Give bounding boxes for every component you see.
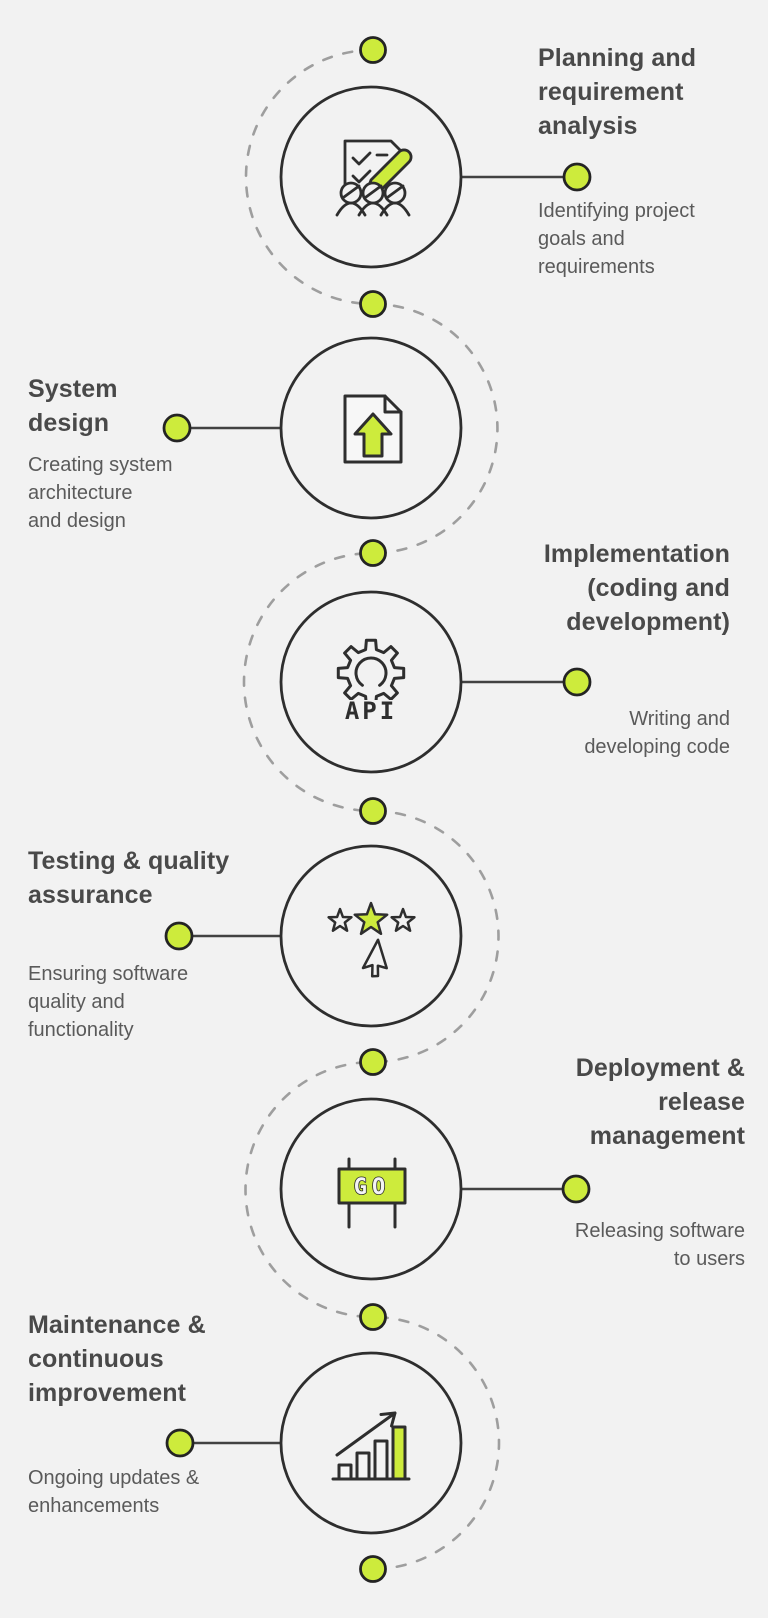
connector-dot xyxy=(562,667,592,697)
up-arrow-glyph xyxy=(353,412,393,458)
stage-4-description: Ensuring software quality and functional… xyxy=(28,960,248,1044)
title-line: requirement xyxy=(538,78,684,106)
stage-2-title: System design xyxy=(28,372,238,440)
title-line: Testing & quality xyxy=(28,847,230,875)
description-line: quality and xyxy=(28,991,125,1013)
description-line: architecture xyxy=(28,482,133,504)
api-label: API xyxy=(345,697,397,725)
description-line: Ongoing updates & xyxy=(28,1467,200,1489)
title-line: (coding and xyxy=(587,574,730,602)
description-line: functionality xyxy=(28,1019,134,1041)
description-line: Creating system xyxy=(28,454,173,476)
stage-4-title: Testing & quality assurance xyxy=(28,844,278,912)
spine-dot xyxy=(359,1048,387,1076)
title-line: assurance xyxy=(28,881,153,909)
stage-6-description: Ongoing updates & enhancements xyxy=(28,1464,268,1520)
spine-dot xyxy=(359,1555,387,1583)
stage-6-title: Maintenance & continuous improvement xyxy=(28,1308,268,1410)
stage-3-description: Writing and developing code xyxy=(510,705,730,761)
stage-2-description: Creating system architecture and design xyxy=(28,451,238,535)
connector-dot xyxy=(164,921,194,951)
title-line: Planning and xyxy=(538,44,697,72)
title-line: improvement xyxy=(28,1379,187,1407)
connector-dot xyxy=(162,413,192,443)
stage-5-description: Releasing software to users xyxy=(515,1217,745,1273)
title-line: Maintenance & xyxy=(28,1311,206,1339)
stage-circle xyxy=(279,844,463,1028)
description-line: enhancements xyxy=(28,1495,160,1517)
title-line: development) xyxy=(566,608,730,636)
green-star-glyph xyxy=(353,901,389,936)
title-line: release xyxy=(658,1088,745,1116)
title-line: System xyxy=(28,375,118,403)
green-bar-glyph xyxy=(391,1425,407,1481)
document-upload-icon xyxy=(343,394,403,464)
title-line: analysis xyxy=(538,112,638,140)
connector-dot xyxy=(562,162,592,192)
stage-circle xyxy=(279,85,463,269)
stage-circle xyxy=(279,1351,463,1535)
spine-dot xyxy=(359,797,387,825)
spine-dot xyxy=(359,539,387,567)
title-line: continuous xyxy=(28,1345,164,1373)
growth-chart-icon xyxy=(331,1411,411,1481)
description-line: Ensuring software xyxy=(28,963,189,985)
description-line: Writing and xyxy=(629,708,730,730)
description-line: goals and xyxy=(538,228,625,250)
description-line: developing code xyxy=(584,736,730,758)
connector-dot xyxy=(561,1174,591,1204)
title-line: Deployment & xyxy=(575,1054,745,1082)
checklist-team-icon xyxy=(335,139,413,217)
stage-3-title: Implementation (coding and development) xyxy=(490,537,730,639)
description-line: Identifying project xyxy=(538,200,695,222)
description-line: Releasing software xyxy=(574,1220,745,1242)
spine-dot xyxy=(359,290,387,318)
title-line: management xyxy=(589,1122,745,1150)
title-line: design xyxy=(28,409,110,437)
title-line: Implementation xyxy=(543,540,730,568)
spine-dot xyxy=(359,36,387,64)
api-gear-icon: API xyxy=(336,638,406,725)
description-line: to users xyxy=(673,1248,745,1270)
stage-5-title: Deployment & release management xyxy=(525,1051,745,1153)
description-line: requirements xyxy=(538,256,655,278)
description-line: and design xyxy=(28,510,126,532)
go-label: GO xyxy=(354,1175,391,1200)
stage-1-description: Identifying project goals and requiremen… xyxy=(538,197,738,281)
connector-dot xyxy=(165,1428,195,1458)
spine-dot xyxy=(359,1303,387,1331)
cursor-glyph xyxy=(361,938,388,978)
stage-1-title: Planning and requirement analysis xyxy=(538,41,748,143)
star-rating-icon xyxy=(327,901,416,978)
go-sign-icon: GO xyxy=(337,1157,407,1229)
